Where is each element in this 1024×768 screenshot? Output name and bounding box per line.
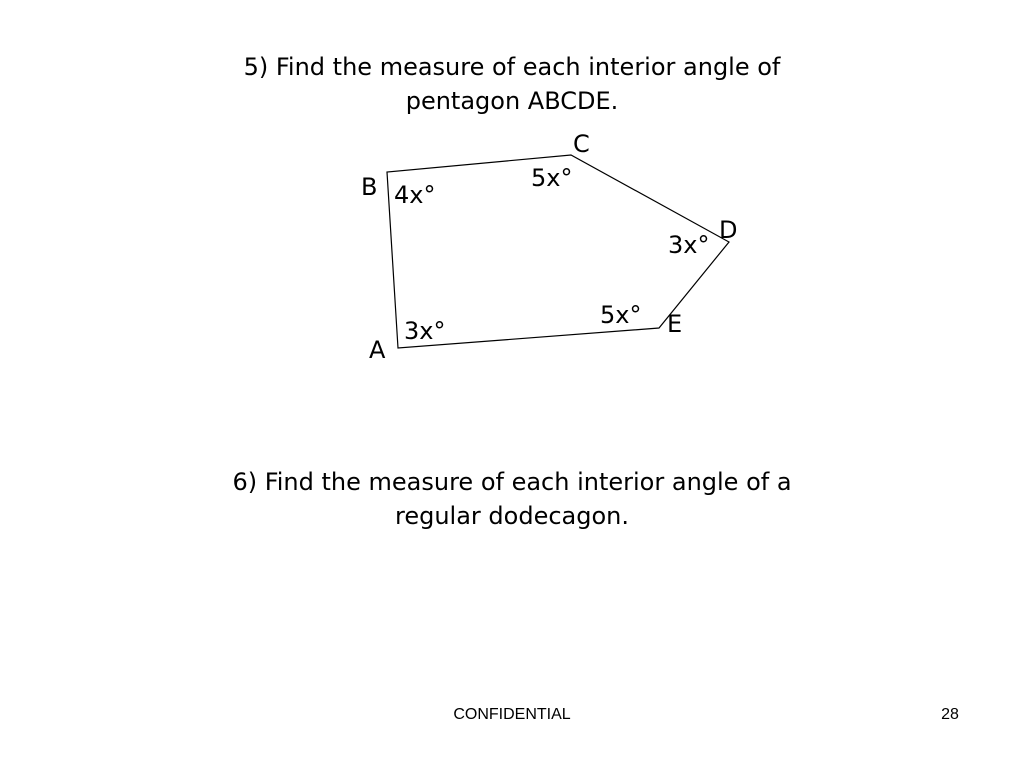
vertex-label-c: C bbox=[573, 130, 590, 158]
question-6-line-1: 6) Find the measure of each interior ang… bbox=[232, 468, 792, 496]
page-number: 28 bbox=[941, 706, 959, 723]
vertex-label-e: E bbox=[667, 310, 682, 338]
question-5-line-1: 5) Find the measure of each interior ang… bbox=[243, 53, 781, 81]
vertex-label-b: B bbox=[361, 173, 377, 201]
vertex-label-d: D bbox=[719, 216, 737, 244]
question-5: 5) Find the measure of each interior ang… bbox=[0, 50, 1024, 118]
footer-confidential: CONFIDENTIAL bbox=[453, 706, 571, 723]
pentagon-abcde bbox=[386, 154, 730, 349]
vertex-label-a: A bbox=[369, 336, 386, 364]
angle-label-e: 5x° bbox=[600, 301, 641, 329]
angle-label-b: 4x° bbox=[394, 181, 435, 209]
angle-label-a: 3x° bbox=[404, 317, 445, 345]
question-5-line-2: pentagon ABCDE. bbox=[405, 87, 619, 115]
angle-label-c: 5x° bbox=[531, 164, 572, 192]
angle-label-d: 3x° bbox=[668, 231, 709, 259]
question-6: 6) Find the measure of each interior ang… bbox=[0, 465, 1024, 533]
question-6-line-2: regular dodecagon. bbox=[395, 502, 629, 530]
